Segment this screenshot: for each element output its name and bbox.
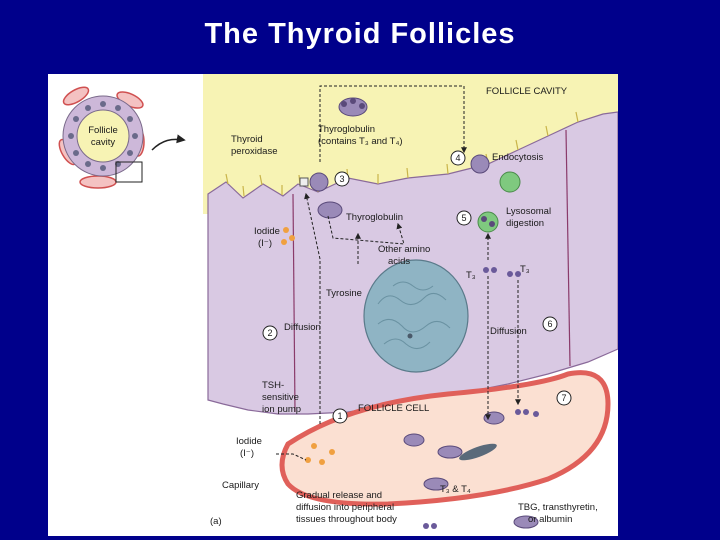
iodide-dots-cell [281, 227, 295, 245]
thyroglobulin-mid-icon [317, 201, 343, 219]
other-amino-label-line1: Other amino [378, 244, 430, 255]
t3-left-label: T₃ [466, 270, 476, 281]
red-blood-cell [459, 443, 497, 461]
panel-letter: (a) [210, 516, 222, 527]
lysosome-icon [499, 171, 521, 193]
t3-hormone-dots [483, 267, 539, 417]
iodide-dots-capillary [305, 443, 335, 465]
main-diagram: FOLLICLE CAVITY FOLLICLE CELL Thyroid pe… [203, 74, 618, 536]
thyroglobulin-mid-label: Thyroglobulin [346, 212, 403, 223]
tsh-label-line2: sensitive [262, 392, 299, 403]
follicle-cell-label: FOLLICLE CELL [358, 403, 429, 414]
tbg-label-line1: TBG, transthyretin, [518, 502, 598, 513]
step-2-marker: 2 [262, 325, 278, 341]
pathway-arrows [276, 85, 521, 461]
inset-label-line2: cavity [91, 137, 116, 148]
follicle-inset: Follicle cavity [48, 74, 198, 189]
step-6-number: 6 [547, 319, 552, 329]
tsh-label-line1: TSH- [262, 380, 284, 391]
inset-zoom-arrow [151, 134, 186, 151]
t3-t4-label: T₃ & T₄ [440, 484, 471, 495]
inset-follicle-ring [62, 95, 144, 177]
iodide-capillary-label-line1: Iodide [236, 436, 262, 447]
thyroid-follicle-diagram: Follicle cavity [48, 74, 618, 536]
gradual-release-line3: tissues throughout body [296, 514, 397, 525]
step-6-marker: 6 [542, 316, 558, 332]
capillary [279, 370, 611, 507]
endocytosis-vesicle-icon [470, 154, 490, 174]
endocytosis-label: Endocytosis [492, 152, 543, 163]
step-4-marker: 4 [450, 150, 466, 166]
inset-label-line1: Follicle [88, 125, 118, 136]
iodide-capillary-label-line2: (I⁻) [240, 448, 254, 459]
thyroglobulin-top-icon [338, 97, 368, 117]
lysosomal-digestion-icon [477, 211, 499, 233]
thyroid-peroxidase-label-line2: peroxidase [231, 146, 277, 157]
gradual-release-line2: diffusion into peripheral [296, 502, 394, 513]
step-5-number: 5 [461, 213, 466, 223]
lysosomal-label-line1: Lysosomal [506, 206, 551, 217]
follicle-cavity-label: FOLLICLE CAVITY [486, 86, 568, 97]
step-markers: 1 2 3 4 5 6 7 [262, 150, 572, 424]
diffusion-right-label: Diffusion [490, 326, 527, 337]
step-7-marker: 7 [556, 390, 572, 406]
step-4-number: 4 [455, 153, 460, 163]
thyroglobulin-top-label-line1: Thyroglobulin [318, 124, 375, 135]
step-1-marker: 1 [332, 408, 348, 424]
thyroglobulin-top-label-line2: (contains T₃ and T₄) [318, 136, 403, 147]
tsh-label-line3: ion pump [262, 404, 301, 415]
step-1-number: 1 [337, 411, 342, 421]
t3-right-label: T₃ [520, 264, 530, 275]
lysosomal-label-line2: digestion [506, 218, 544, 229]
inset-zoom-box [115, 161, 143, 183]
step-2-number: 2 [267, 328, 272, 338]
other-amino-label-line2: acids [388, 256, 410, 267]
step-3-marker: 3 [334, 171, 350, 187]
diffusion-left-label: Diffusion [284, 322, 321, 333]
tbg-label-line2: or albumin [528, 514, 572, 525]
thyroid-peroxidase-label-line1: Thyroid [231, 134, 263, 145]
iodide-cell-label-line1: Iodide [254, 226, 280, 237]
nucleus [363, 259, 469, 373]
peroxidase-vesicle-icon [299, 172, 329, 192]
tyrosine-label: Tyrosine [326, 288, 362, 299]
capillary-label: Capillary [222, 480, 259, 491]
slide-title: The Thyroid Follicles [204, 18, 516, 50]
gradual-release-line1: Gradual release and [296, 490, 382, 501]
iodide-cell-label-line2: (I⁻) [258, 238, 272, 249]
step-3-number: 3 [339, 174, 344, 184]
step-7-number: 7 [561, 393, 566, 403]
step-5-marker: 5 [456, 210, 472, 226]
diagram-panel: Follicle cavity [48, 74, 618, 536]
